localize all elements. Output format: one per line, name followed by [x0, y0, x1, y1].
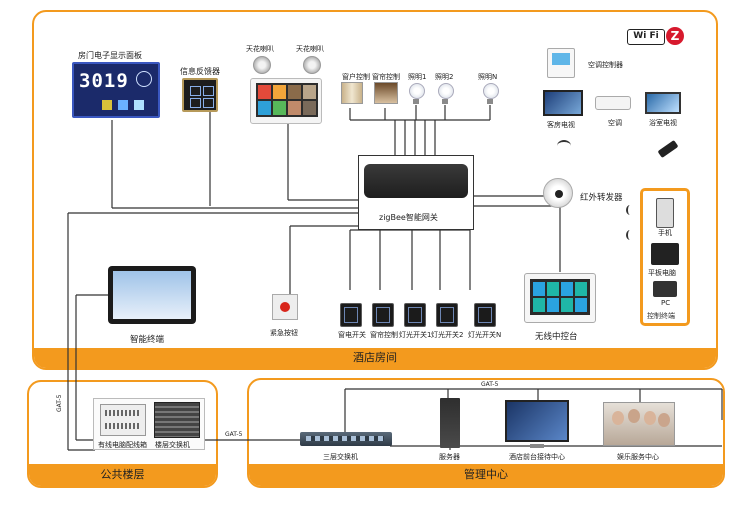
window-image [374, 82, 398, 104]
front-desk-monitor [505, 400, 569, 442]
gateway-device [364, 164, 468, 198]
ceiling-speaker-2 [303, 56, 321, 74]
switch-5-label: 灯光开关N [468, 331, 502, 339]
control-terminal-box: 手机 平板电脑 PC 控制终端 [640, 188, 690, 326]
smart-terminal-label: 智能终端 [130, 335, 165, 345]
ir-label: 红外转发器 [580, 193, 623, 203]
wifi-logo: Wi Fi [627, 29, 665, 45]
layer3-switch-device [300, 432, 392, 446]
zigbee-logo-text: Z [670, 29, 680, 43]
emergency-label: 紧急按钮 [270, 329, 298, 337]
light1-bulb-icon [409, 83, 425, 104]
bell-icon [134, 100, 144, 110]
switch-5 [474, 303, 496, 327]
switch-4-label: 灯光开关2 [431, 331, 464, 339]
switch-2 [372, 303, 394, 327]
lightN-bulb-icon [483, 83, 499, 104]
curtain-label: 窗户控制 [342, 73, 370, 81]
feedback-key-icon [203, 86, 214, 96]
door-logo-icon [136, 71, 152, 87]
wireless-signal-icon [626, 205, 634, 215]
front-desk-label: 酒店前台接待中心 [509, 453, 565, 461]
wifi-logo-text: Wi Fi [633, 31, 659, 41]
feedback-key-icon [190, 98, 201, 108]
feedback-label: 信息反馈器 [180, 67, 220, 76]
curtain-image [341, 82, 363, 104]
switch-3 [404, 303, 426, 327]
public-floor-title: 公共楼层 [100, 468, 145, 481]
server-device [440, 398, 460, 448]
wireless-console-label: 无线中控台 [535, 332, 578, 342]
switch-1-label: 窗电开关 [338, 331, 366, 339]
gat-top-label: GAT-5 [481, 381, 499, 388]
server-label: 服务器 [439, 453, 460, 461]
phone-icon [656, 198, 674, 228]
ir-transponder [543, 178, 573, 208]
feedback-device [182, 78, 218, 112]
ac-label: 空调 [608, 119, 622, 127]
door-status-icons [102, 100, 152, 110]
entertainment-photo [603, 402, 675, 446]
bath-tv [645, 92, 681, 114]
management-title: 管理中心 [464, 468, 508, 481]
touch-panel-screen [256, 83, 318, 117]
emergency-button [272, 294, 298, 320]
zigbee-logo: Z [666, 27, 684, 45]
layer3-switch-label: 三层交换机 [323, 453, 358, 461]
guest-tv-label: 客房电视 [547, 121, 575, 129]
wireless-console [524, 273, 596, 323]
switch-4 [436, 303, 458, 327]
gateway-box: zigBee智能网关 [358, 155, 474, 230]
light2-bulb-icon [438, 83, 454, 104]
ceiling-speaker-1 [253, 56, 271, 74]
room-touch-panel [250, 78, 322, 124]
hotel-room-title: 酒店房间 [353, 351, 397, 364]
floor-switch-label: 楼层交换机 [155, 441, 190, 449]
entertainment-label: 娱乐服务中心 [617, 453, 659, 461]
floor-switch-device [154, 402, 200, 438]
lightN-label: 照明N [478, 73, 498, 81]
wiring-box-label: 有线电脑配线箱 [98, 441, 147, 449]
light1-label: 照明1 [408, 73, 427, 81]
phone-label: 手机 [658, 229, 672, 237]
wireless-signal-icon [626, 230, 634, 240]
window-label: 窗帘控制 [372, 73, 400, 81]
door-number: 3019 [79, 70, 129, 92]
door-panel-label: 房门电子显示面板 [78, 51, 142, 60]
bath-tv-label: 浴室电视 [649, 119, 677, 127]
switch-1 [340, 303, 362, 327]
air-conditioner [595, 96, 631, 110]
tablet-label: 平板电脑 [648, 269, 676, 277]
ac-controller-label: 空调控制器 [588, 61, 623, 69]
switch-2-label: 窗帘控制 [370, 331, 398, 339]
dnd-icon [102, 100, 112, 110]
speaker2-label: 天花喇叭 [296, 45, 324, 53]
hotel-room-band: 酒店房间 [34, 348, 716, 368]
feedback-key-icon [203, 98, 214, 108]
control-terminal-title: 控制终端 [647, 312, 675, 320]
tablet-icon [651, 243, 679, 265]
gateway-label: zigBee智能网关 [379, 213, 438, 222]
pc-icon [653, 281, 677, 297]
wiring-box-device [100, 404, 146, 436]
door-display-panel: 3019 [72, 62, 160, 118]
wireless-signal-icon [557, 140, 571, 152]
smart-terminal [108, 266, 196, 324]
gat-link-label: GAT-5 [225, 431, 243, 438]
light2-label: 照明2 [435, 73, 454, 81]
feedback-key-icon [190, 86, 201, 96]
switch-3-label: 灯光开关1 [399, 331, 432, 339]
pc-label: PC [661, 299, 671, 307]
management-band: 管理中心 [249, 464, 723, 486]
clean-icon [118, 100, 128, 110]
ac-controller-device [547, 48, 575, 78]
management-panel: 管理中心 [247, 378, 725, 488]
gat-left-label: GAT-5 [56, 394, 63, 412]
monitor-stand [530, 444, 544, 448]
guest-tv [543, 90, 583, 116]
public-floor-band: 公共楼层 [29, 464, 216, 486]
speaker1-label: 天花喇叭 [246, 45, 274, 53]
